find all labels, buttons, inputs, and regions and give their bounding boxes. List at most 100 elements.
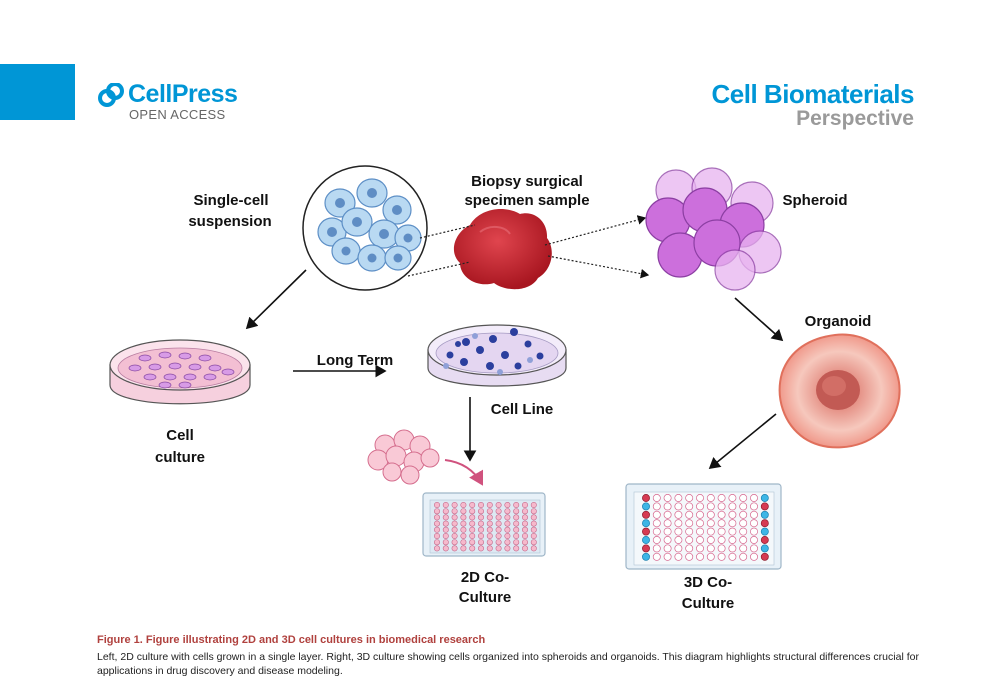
- well: [674, 494, 683, 502]
- well: [685, 552, 694, 561]
- well: [433, 501, 440, 508]
- well: [706, 544, 715, 553]
- well: [717, 494, 726, 502]
- well: [469, 514, 476, 521]
- well: [504, 539, 511, 546]
- well: [433, 508, 440, 515]
- label-organoid: Organoid: [805, 313, 872, 330]
- well: [469, 526, 476, 533]
- well: [486, 508, 493, 515]
- well: [760, 494, 769, 502]
- well: [685, 527, 694, 536]
- label-cell-culture-2: culture: [155, 449, 205, 466]
- well: [642, 544, 650, 553]
- well: [477, 520, 484, 527]
- cell-line-dish: [427, 324, 567, 387]
- well: [513, 539, 520, 546]
- well: [469, 520, 476, 527]
- well: [728, 544, 737, 553]
- journal-name[interactable]: Cell Biomaterials: [711, 79, 915, 109]
- well: [750, 544, 758, 553]
- well: [521, 520, 528, 527]
- well: [433, 545, 440, 552]
- well: [486, 501, 493, 508]
- well: [663, 527, 672, 536]
- well: [706, 527, 715, 536]
- well: [460, 514, 467, 521]
- well: [717, 544, 726, 553]
- well: [495, 520, 502, 527]
- well: [477, 508, 484, 515]
- well: [652, 494, 661, 502]
- well: [442, 532, 449, 539]
- well: [652, 510, 661, 519]
- label-cell-culture-1: Cell: [166, 427, 194, 444]
- article-type: Perspective: [796, 107, 914, 130]
- well: [739, 536, 748, 544]
- well: [750, 536, 758, 544]
- well: [750, 519, 758, 528]
- pink-arrow: [444, 459, 483, 486]
- well: [469, 501, 476, 508]
- well: [521, 545, 528, 552]
- well: [460, 539, 467, 546]
- well: [477, 526, 484, 533]
- well: [442, 539, 449, 546]
- well: [460, 545, 467, 552]
- spheroid: [645, 167, 782, 291]
- well: [663, 552, 672, 561]
- well: [460, 532, 467, 539]
- well: [663, 519, 672, 528]
- well: [442, 514, 449, 521]
- well: [504, 526, 511, 533]
- well: [442, 508, 449, 515]
- well: [513, 501, 520, 508]
- well: [652, 527, 661, 536]
- well: [495, 539, 502, 546]
- well: [451, 508, 458, 515]
- well: [760, 519, 769, 528]
- well: [513, 545, 520, 552]
- well: [717, 502, 726, 511]
- well: [530, 508, 537, 515]
- well: [685, 502, 694, 511]
- well: [728, 502, 737, 511]
- publisher-name: CellPress: [128, 80, 238, 108]
- well: [486, 526, 493, 533]
- well: [652, 552, 661, 561]
- well: [477, 545, 484, 552]
- well: [521, 508, 528, 515]
- well: [760, 502, 769, 511]
- well: [706, 552, 715, 561]
- well: [728, 552, 737, 561]
- well: [460, 520, 467, 527]
- well: [706, 536, 715, 544]
- well: [469, 539, 476, 546]
- well: [486, 520, 493, 527]
- figure-caption-title: Figure 1. Figure illustrating 2D and 3D …: [97, 634, 486, 646]
- well: [663, 494, 672, 502]
- well: [504, 532, 511, 539]
- well: [696, 552, 704, 561]
- well: [433, 526, 440, 533]
- well: [469, 545, 476, 552]
- well: [433, 532, 440, 539]
- well: [760, 527, 769, 536]
- well: [486, 532, 493, 539]
- well: [728, 536, 737, 544]
- cellpress-logo[interactable]: CellPress: [98, 80, 238, 109]
- well: [477, 514, 484, 521]
- well: [469, 508, 476, 515]
- well: [696, 536, 704, 544]
- journal-header: Cell Biomaterials Perspective: [711, 79, 915, 130]
- well: [642, 527, 650, 536]
- well: [642, 510, 650, 519]
- well: [696, 519, 704, 528]
- well: [739, 510, 748, 519]
- well: [504, 545, 511, 552]
- well: [685, 544, 694, 553]
- well: [513, 520, 520, 527]
- well: [451, 501, 458, 508]
- flow-arrows: [245, 269, 784, 470]
- well: [663, 510, 672, 519]
